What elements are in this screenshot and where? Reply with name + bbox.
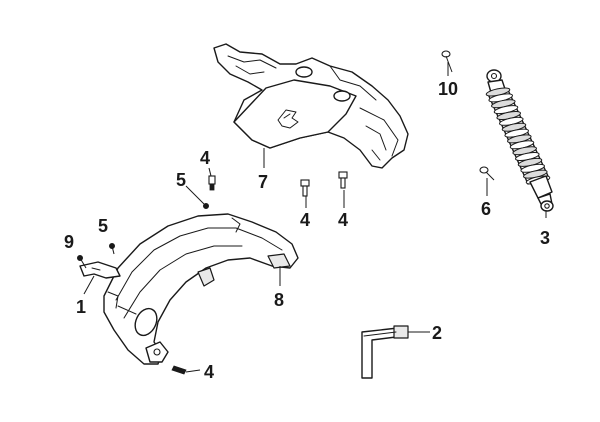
callout-4-center-left: 4 <box>300 210 310 230</box>
part-5-screw-middle <box>202 202 209 209</box>
leader-4-bottom <box>185 369 201 373</box>
part-7-rear-bracket <box>213 43 409 169</box>
part-3-shock-absorber <box>485 69 554 212</box>
callout-1: 1 <box>76 297 86 317</box>
part-10-bolt <box>441 50 453 73</box>
callout-4-top: 4 <box>200 148 210 168</box>
leader-5-mid <box>185 185 205 205</box>
part-4-bolt-center-left <box>300 179 310 197</box>
callout-5-left: 5 <box>98 216 108 236</box>
callout-7: 7 <box>258 172 268 192</box>
callout-8: 8 <box>274 290 284 310</box>
callout-10: 10 <box>438 79 458 99</box>
callout-4-bottom: 4 <box>204 362 214 382</box>
leader-lines <box>83 62 547 373</box>
callout-5-middle: 5 <box>176 170 186 190</box>
part-5-screw-left <box>109 242 116 255</box>
part-4-bolt-top <box>208 175 216 191</box>
callout-4-center-right: 4 <box>338 210 348 230</box>
shock-spring-coils <box>485 87 551 185</box>
part-6-bolt <box>479 166 495 181</box>
part-8-rear-fender <box>103 213 299 365</box>
callout-9: 9 <box>64 232 74 252</box>
callout-3: 3 <box>540 228 550 248</box>
part-1-small-bracket <box>79 261 121 279</box>
leader-4-top <box>208 167 212 177</box>
leader-1 <box>83 275 95 295</box>
part-4-bolt-bottom <box>171 365 187 375</box>
part-4-bolt-center-right <box>338 171 348 189</box>
callout-labels: 10 3 6 7 4 5 4 4 5 9 1 8 4 2 <box>64 79 550 382</box>
part-2-l-rod <box>361 325 409 379</box>
part-9-screw <box>77 254 87 269</box>
callout-6: 6 <box>481 199 491 219</box>
callout-2: 2 <box>432 323 442 343</box>
